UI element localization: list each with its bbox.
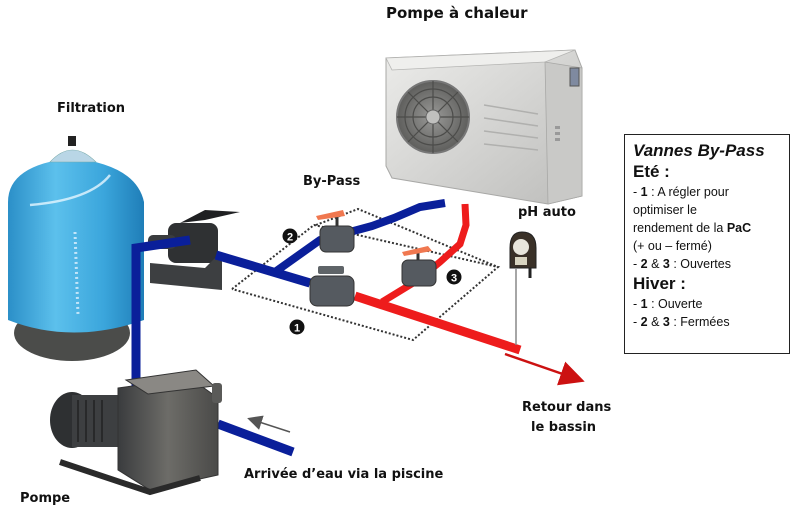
ph-auto-label: pH auto [518, 205, 576, 220]
legend-text: : A régler pour [647, 185, 729, 199]
valve-badge-1: 1 [289, 319, 305, 335]
bullet: - [633, 257, 641, 271]
valve-number-3: 3 [451, 273, 457, 285]
legend-text: : Ouvertes [669, 257, 731, 271]
valve-ref: 2 [640, 257, 648, 271]
valve-number-2: 2 [287, 232, 293, 244]
bullet: - [633, 297, 641, 311]
legend-title: Vannes By-Pass [633, 141, 765, 160]
valve-ref: 2 [640, 315, 648, 329]
legend-summer-line: (+ ou – fermé) [633, 237, 781, 255]
cold-water-pipes [131, 199, 446, 457]
legend-winter-line: - 1 : Ouverte [633, 295, 781, 313]
legend-text: rendement de la [633, 221, 727, 235]
heat-pump-label: Pompe à chaleur [386, 4, 528, 22]
legend-summer-line: - 1 : A régler pour [633, 183, 781, 201]
legend-text: : Fermées [669, 315, 730, 329]
legend-text: & [647, 257, 663, 271]
legend-summer-line: rendement de la PaC [633, 219, 781, 237]
valve-ref: 1 [640, 185, 648, 199]
valve-ref: 3 [662, 257, 670, 271]
legend-summer-heading: Eté : [633, 162, 670, 181]
legend-text: & [647, 315, 663, 329]
valve-1 [309, 266, 355, 307]
return-label-line2: le bassin [531, 420, 597, 435]
valve-2 [316, 210, 355, 253]
legend-winter-heading: Hiver : [633, 274, 686, 293]
pump-label: Pompe [20, 491, 71, 506]
bypass-label: By-Pass [303, 174, 361, 189]
valve-ref: 1 [640, 297, 648, 311]
bullet: - [633, 315, 641, 329]
valve-badge-3: 3 [446, 269, 462, 285]
legend-summer-line: optimiser le [633, 201, 781, 219]
valve-number-1: 1 [294, 323, 300, 335]
filter-tank [8, 136, 144, 361]
legend-winter-line: - 2 & 3 : Fermées [633, 313, 781, 331]
valve-3 [401, 246, 437, 287]
multiport-valve [148, 210, 240, 290]
legend-text: (+ ou – fermé) [633, 239, 712, 253]
heat-pump-unit [385, 49, 583, 205]
valve-ref: 3 [662, 315, 670, 329]
pool-pump [50, 369, 222, 496]
ph-auto-device [509, 231, 537, 345]
legend-text: optimiser le [633, 203, 697, 217]
return-label-line1: Retour dans [522, 400, 612, 415]
inlet-arrow-icon [247, 415, 291, 433]
bullet: - [633, 185, 641, 199]
return-arrow-icon [504, 352, 585, 386]
pac-ref: PaC [726, 221, 752, 235]
legend-box: Vannes By-Pass Eté : - 1 : A régler pour… [624, 134, 790, 354]
legend-text: : Ouverte [647, 297, 703, 311]
filtration-label: Filtration [57, 101, 126, 116]
valve-badge-2: 2 [282, 228, 298, 244]
water-inlet-label: Arrivée d’eau via la piscine [244, 467, 444, 482]
legend-summer-line: - 2 & 3 : Ouvertes [633, 255, 781, 273]
